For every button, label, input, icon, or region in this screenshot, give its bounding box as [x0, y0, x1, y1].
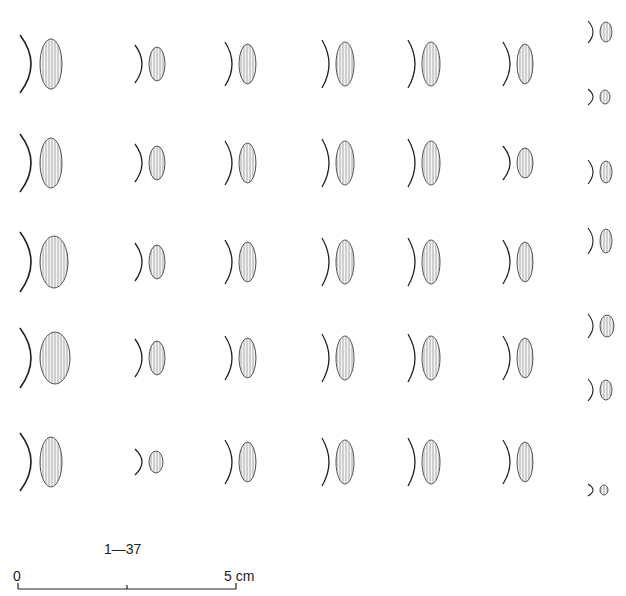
bead: [40, 236, 68, 288]
bead-profile: [322, 438, 329, 486]
bead: [336, 141, 354, 185]
bead-profile: [588, 89, 593, 105]
bead: [517, 148, 533, 178]
bead: [600, 22, 612, 42]
scale-label: 0: [13, 569, 21, 583]
bead-profile: [225, 42, 232, 86]
scale-bar: [18, 583, 236, 589]
scale-tick: [126, 585, 127, 589]
bead-profile: [20, 134, 31, 192]
bead-profile: [135, 45, 142, 83]
bead: [600, 485, 608, 495]
bead: [239, 242, 256, 282]
bead: [40, 332, 70, 384]
bead: [40, 138, 62, 188]
bead: [336, 336, 354, 380]
bead-profile: [408, 438, 415, 486]
bead-profile: [322, 139, 329, 187]
bead: [517, 338, 533, 378]
bead: [422, 42, 440, 86]
bead: [336, 42, 354, 86]
bead: [149, 245, 165, 279]
bead-profile: [408, 40, 415, 88]
bead-profile: [20, 35, 31, 93]
bead-group: [20, 21, 614, 496]
bead-profile: [503, 42, 510, 86]
bead: [149, 47, 165, 81]
scale-label: 5 cm: [224, 569, 254, 583]
bead: [517, 44, 533, 84]
bead-profile: [408, 238, 415, 286]
bead: [40, 39, 62, 89]
bead: [149, 146, 165, 180]
bead: [422, 141, 440, 185]
bead-profile: [588, 484, 593, 496]
bead-profile: [503, 146, 510, 180]
bead-profile: [322, 334, 329, 382]
scale-tick: [235, 583, 236, 589]
bead-profile: [503, 240, 510, 284]
bead-profile: [322, 40, 329, 88]
bead: [600, 161, 612, 183]
bead-profile: [135, 243, 142, 281]
bead: [239, 442, 256, 482]
bead-profile: [408, 334, 415, 382]
bead: [336, 240, 354, 284]
bead: [600, 315, 614, 337]
bead: [239, 44, 256, 84]
bead-profile: [588, 21, 593, 43]
bead-profile: [322, 238, 329, 286]
bead: [336, 440, 354, 484]
bead: [422, 240, 440, 284]
bead-profile: [225, 336, 232, 380]
bead-profile: [20, 433, 31, 491]
bead-profile: [135, 449, 142, 475]
bead-profile: [225, 141, 232, 185]
figure-number: 1—37: [104, 542, 141, 556]
bead: [422, 440, 440, 484]
bead-profile: [225, 440, 232, 484]
bead-profile: [588, 314, 593, 338]
bead-profile: [20, 232, 31, 292]
bead-profile: [588, 379, 593, 401]
bead-profile: [20, 328, 31, 388]
bead-profile: [503, 440, 510, 484]
bead-profile: [588, 228, 593, 254]
bead-profile: [225, 240, 232, 284]
bead-profile: [135, 339, 142, 377]
bead: [517, 242, 533, 282]
bead: [600, 229, 612, 253]
scale-tick: [17, 583, 18, 589]
bead: [40, 437, 62, 487]
bead-profile: [503, 336, 510, 380]
bead: [600, 90, 610, 104]
bead: [239, 338, 256, 378]
bead: [239, 143, 256, 183]
bead: [517, 442, 533, 482]
bead: [149, 451, 163, 473]
bead-profile: [408, 139, 415, 187]
bead-profile: [588, 160, 593, 184]
bead: [600, 380, 612, 400]
bead: [149, 341, 165, 375]
bead: [422, 336, 440, 380]
bead-profile: [135, 144, 142, 182]
